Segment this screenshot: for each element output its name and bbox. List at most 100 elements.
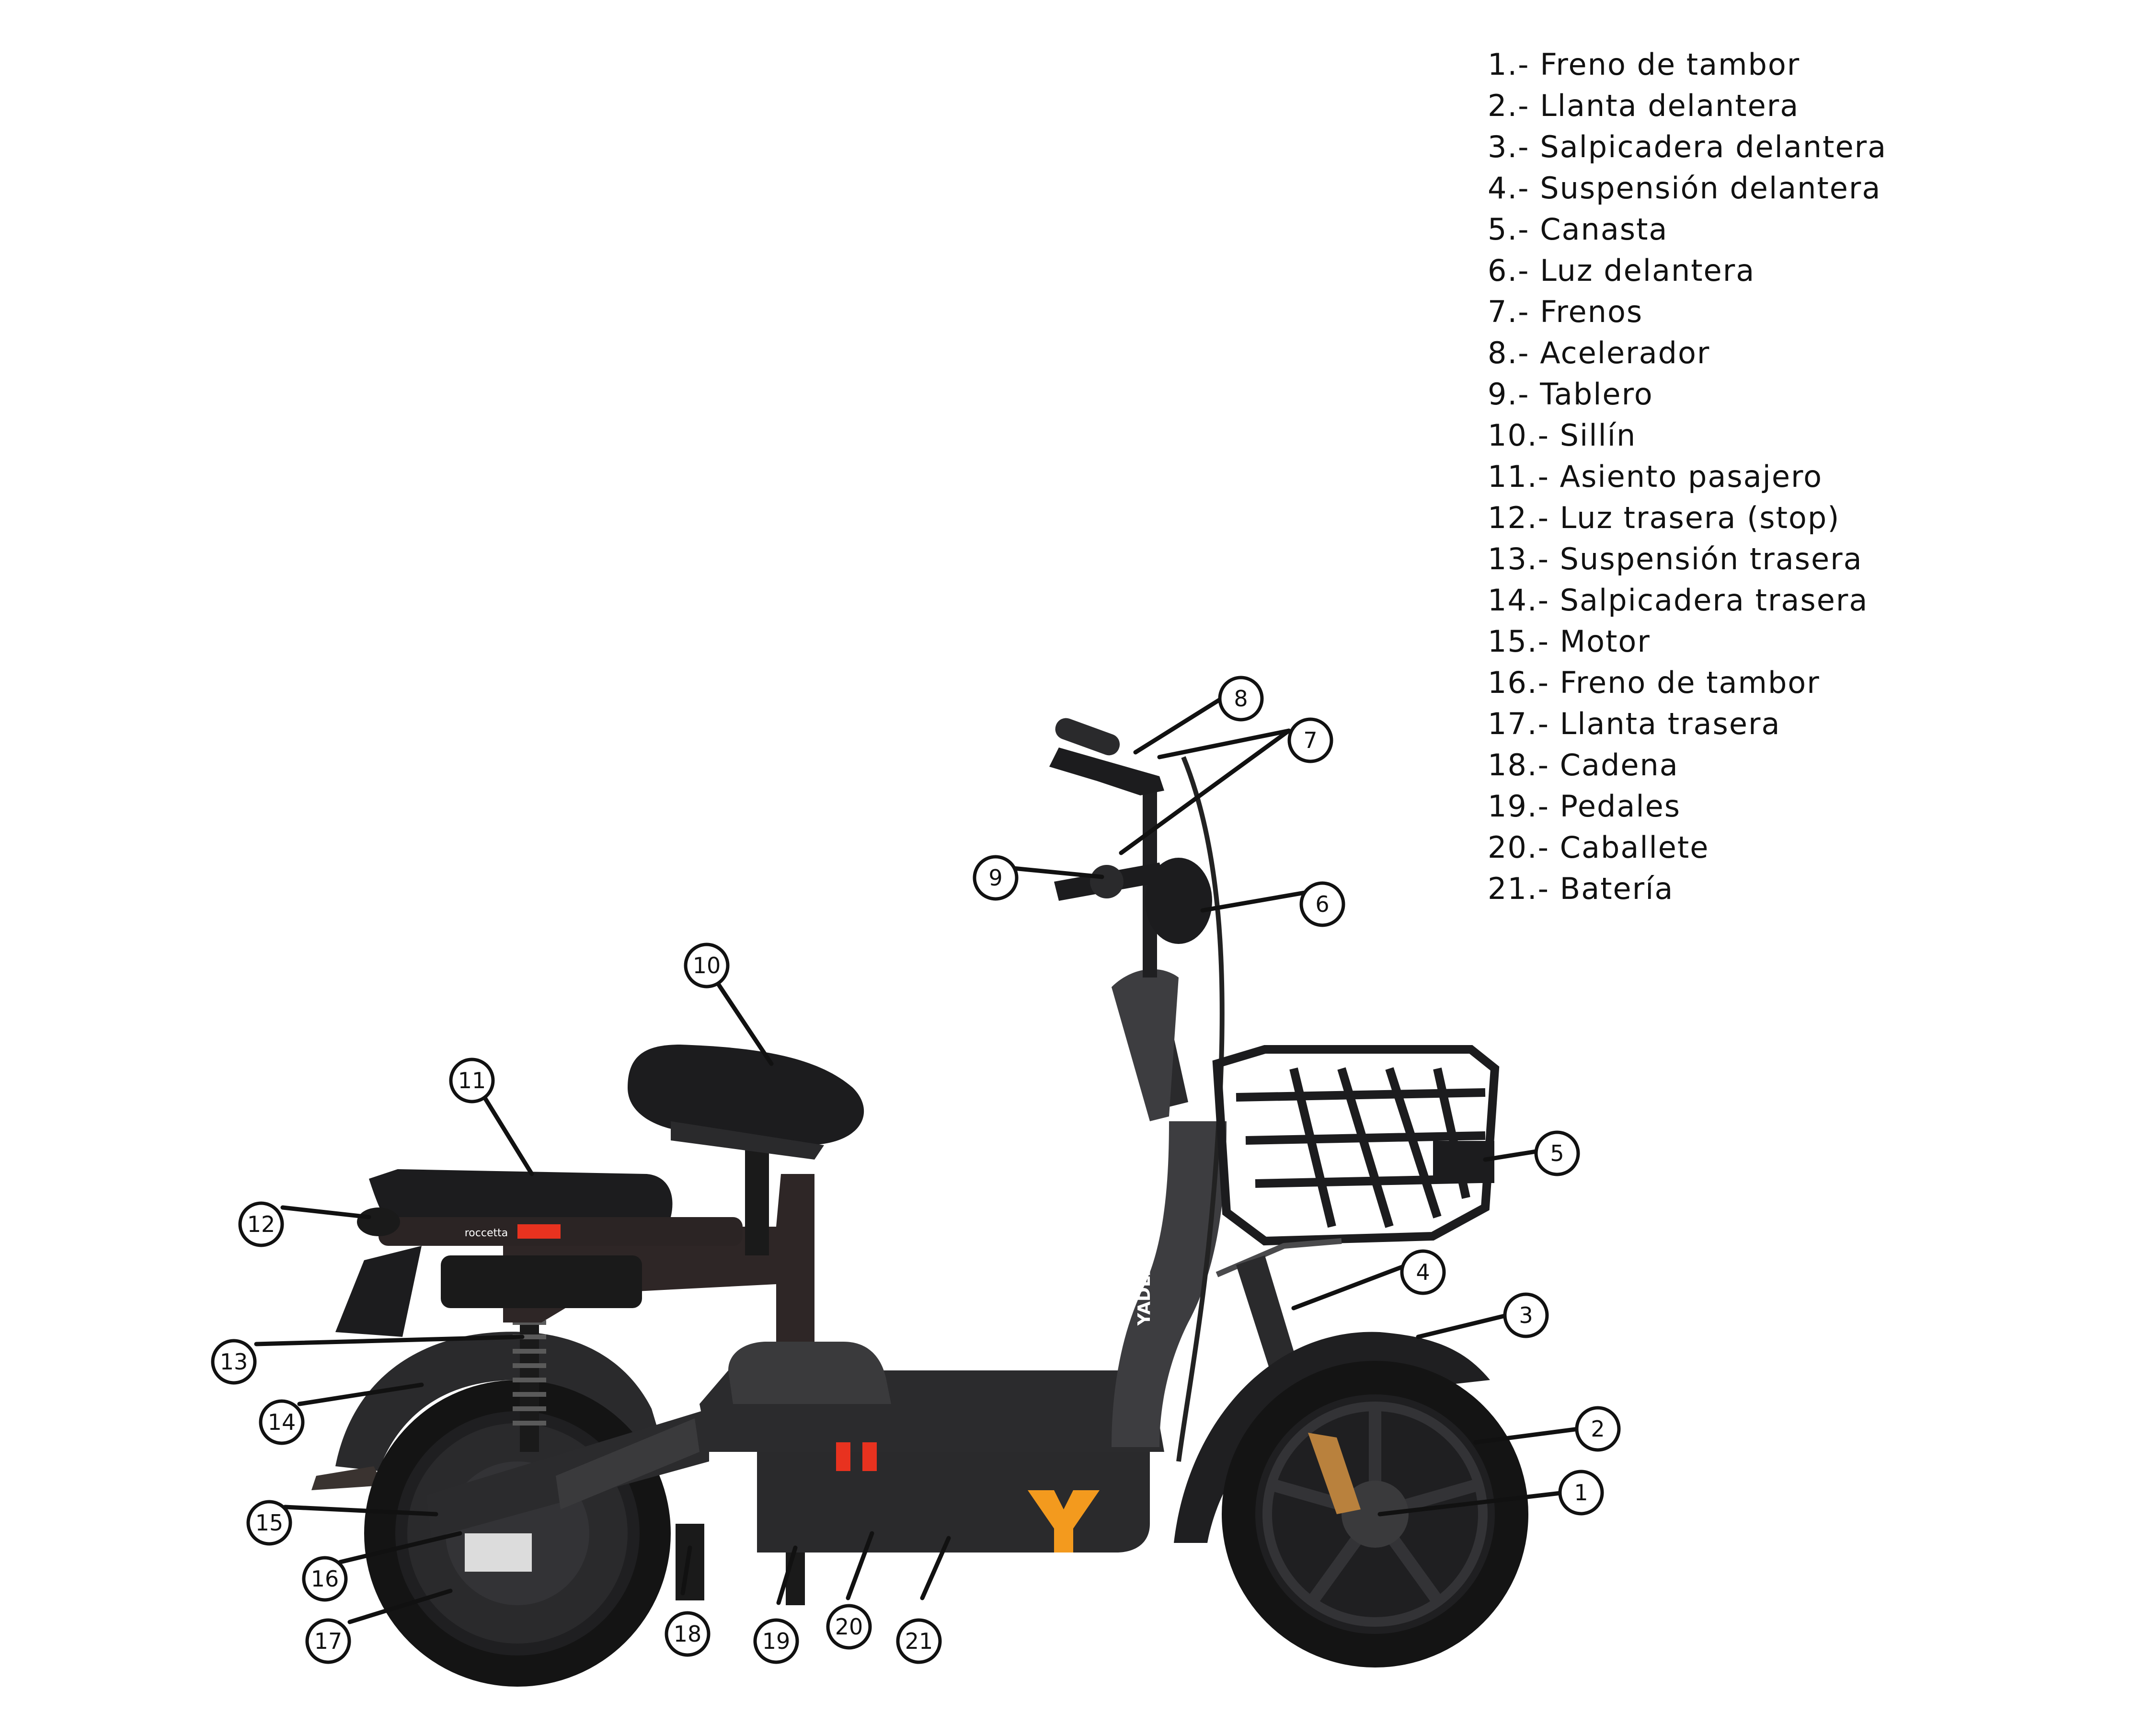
callout-19: 19 bbox=[753, 1618, 799, 1664]
front-wheel bbox=[1222, 1361, 1528, 1668]
frame-logo: YADEA bbox=[1135, 1262, 1154, 1326]
callout-17: 17 bbox=[305, 1618, 351, 1664]
leader-11 bbox=[479, 1090, 534, 1176]
legend-item: 16.- Freno de tambor bbox=[1488, 665, 1820, 700]
yadea-logo-emblem bbox=[1028, 1490, 1100, 1552]
seat-spring-base bbox=[671, 1121, 824, 1160]
legend-item: 20.- Caballete bbox=[1488, 830, 1709, 865]
callout-20: 20 bbox=[826, 1604, 872, 1650]
legend-item: 11.- Asiento pasajero bbox=[1488, 459, 1823, 494]
seat-post bbox=[745, 1140, 769, 1255]
callout-13: 13 bbox=[211, 1339, 257, 1385]
legend-item: 18.- Cadena bbox=[1488, 748, 1679, 782]
legend-item: 19.- Pedales bbox=[1488, 789, 1681, 824]
callout-8: 8 bbox=[1218, 676, 1264, 722]
legend-item: 17.- Llanta trasera bbox=[1488, 706, 1781, 741]
leader-13 bbox=[254, 1334, 525, 1346]
svg-text:16: 16 bbox=[311, 1566, 339, 1592]
fairing bbox=[1112, 969, 1179, 1121]
leader-16 bbox=[338, 1531, 462, 1564]
battery-cover bbox=[728, 1342, 891, 1404]
headlight bbox=[1145, 858, 1212, 944]
license-plate-bracket bbox=[335, 1246, 422, 1337]
basket-bracket bbox=[1216, 1238, 1342, 1277]
leader-3 bbox=[1416, 1313, 1509, 1339]
under-seat-box bbox=[441, 1255, 642, 1308]
throttle-grip bbox=[1055, 718, 1120, 756]
callout-1: 1 bbox=[1558, 1470, 1604, 1516]
dashboard bbox=[1090, 865, 1124, 898]
leader-lines bbox=[254, 690, 1581, 1624]
svg-text:4: 4 bbox=[1416, 1259, 1430, 1285]
leader-2 bbox=[1473, 1426, 1581, 1445]
callout-21: 21 bbox=[896, 1618, 942, 1664]
legend-item: 13.- Suspensión trasera bbox=[1488, 541, 1863, 576]
frame-downtube bbox=[1112, 1121, 1227, 1447]
leader-19 bbox=[776, 1545, 798, 1605]
svg-text:17: 17 bbox=[314, 1628, 343, 1654]
callout-6: 6 bbox=[1299, 881, 1345, 927]
leader-7b bbox=[1119, 728, 1291, 855]
parts-legend: 1.- Freno de tambor 2.- Llanta delantera… bbox=[1488, 44, 1887, 909]
seat-badge bbox=[517, 1224, 561, 1239]
leader-18 bbox=[680, 1545, 692, 1596]
scooter-illustration: roccetta YADEA bbox=[311, 718, 1528, 1687]
callout-5: 5 bbox=[1534, 1130, 1580, 1176]
callout-4: 4 bbox=[1400, 1249, 1446, 1295]
legend-item: 6.- Luz delantera bbox=[1488, 253, 1755, 288]
svg-text:3: 3 bbox=[1519, 1302, 1533, 1328]
legend-item: 15.- Motor bbox=[1488, 624, 1651, 659]
svg-text:6: 6 bbox=[1315, 891, 1329, 917]
svg-text:9: 9 bbox=[988, 865, 1002, 891]
leader-8 bbox=[1133, 690, 1234, 755]
legend-item: 21.- Batería bbox=[1488, 871, 1674, 906]
svg-text:1: 1 bbox=[1574, 1480, 1588, 1506]
legend-item: 5.- Canasta bbox=[1488, 212, 1668, 247]
leader-10 bbox=[711, 975, 774, 1066]
svg-text:2: 2 bbox=[1591, 1416, 1605, 1442]
callout-14: 14 bbox=[259, 1399, 305, 1445]
callout-12: 12 bbox=[238, 1201, 284, 1247]
svg-text:8: 8 bbox=[1234, 686, 1248, 712]
pedal bbox=[676, 1524, 704, 1600]
svg-text:11: 11 bbox=[458, 1068, 486, 1093]
rear-frame bbox=[503, 1174, 814, 1370]
svg-text:10: 10 bbox=[693, 953, 721, 978]
callout-11: 11 bbox=[449, 1058, 495, 1104]
leader-7a bbox=[1157, 728, 1291, 759]
callout-markers: 1 2 3 4 5 6 7 8 9 10 11 12 13 14 15 16 1… bbox=[211, 676, 1621, 1664]
front-shock-spring bbox=[1308, 1433, 1361, 1514]
callout-16: 16 bbox=[302, 1556, 348, 1602]
callout-7: 7 bbox=[1287, 717, 1333, 763]
svg-text:21: 21 bbox=[905, 1628, 933, 1654]
legend-item: 4.- Suspensión delantera bbox=[1488, 171, 1881, 206]
leader-21 bbox=[920, 1536, 951, 1600]
svg-text:7: 7 bbox=[1303, 727, 1317, 753]
legend-item: 9.- Tablero bbox=[1488, 377, 1653, 412]
red-stripe-right bbox=[862, 1442, 877, 1471]
leader-15 bbox=[283, 1505, 438, 1517]
svg-text:12: 12 bbox=[247, 1211, 275, 1237]
handlebar bbox=[1049, 748, 1164, 795]
leader-9 bbox=[1001, 865, 1104, 879]
rear-wheel bbox=[364, 1380, 671, 1687]
motor-label-plate bbox=[465, 1533, 532, 1572]
svg-text:5: 5 bbox=[1550, 1140, 1564, 1166]
svg-text:19: 19 bbox=[762, 1628, 791, 1654]
front-fender bbox=[1174, 1332, 1490, 1543]
seat-logo: roccetta bbox=[465, 1227, 508, 1239]
legend-item: 14.- Salpicadera trasera bbox=[1488, 583, 1869, 618]
callout-10: 10 bbox=[684, 943, 730, 989]
leader-20 bbox=[846, 1531, 874, 1600]
leader-14 bbox=[297, 1382, 424, 1406]
leader-6 bbox=[1200, 889, 1315, 913]
leader-17 bbox=[347, 1588, 453, 1624]
leader-1 bbox=[1377, 1490, 1567, 1517]
callout-15: 15 bbox=[246, 1500, 292, 1546]
main-seat bbox=[628, 1045, 864, 1145]
rear-mudflap bbox=[311, 1466, 383, 1490]
basket bbox=[1212, 1045, 1500, 1246]
svg-text:14: 14 bbox=[268, 1409, 296, 1435]
legend-item: 2.- Llanta delantera bbox=[1488, 88, 1800, 123]
svg-text:18: 18 bbox=[674, 1621, 702, 1647]
